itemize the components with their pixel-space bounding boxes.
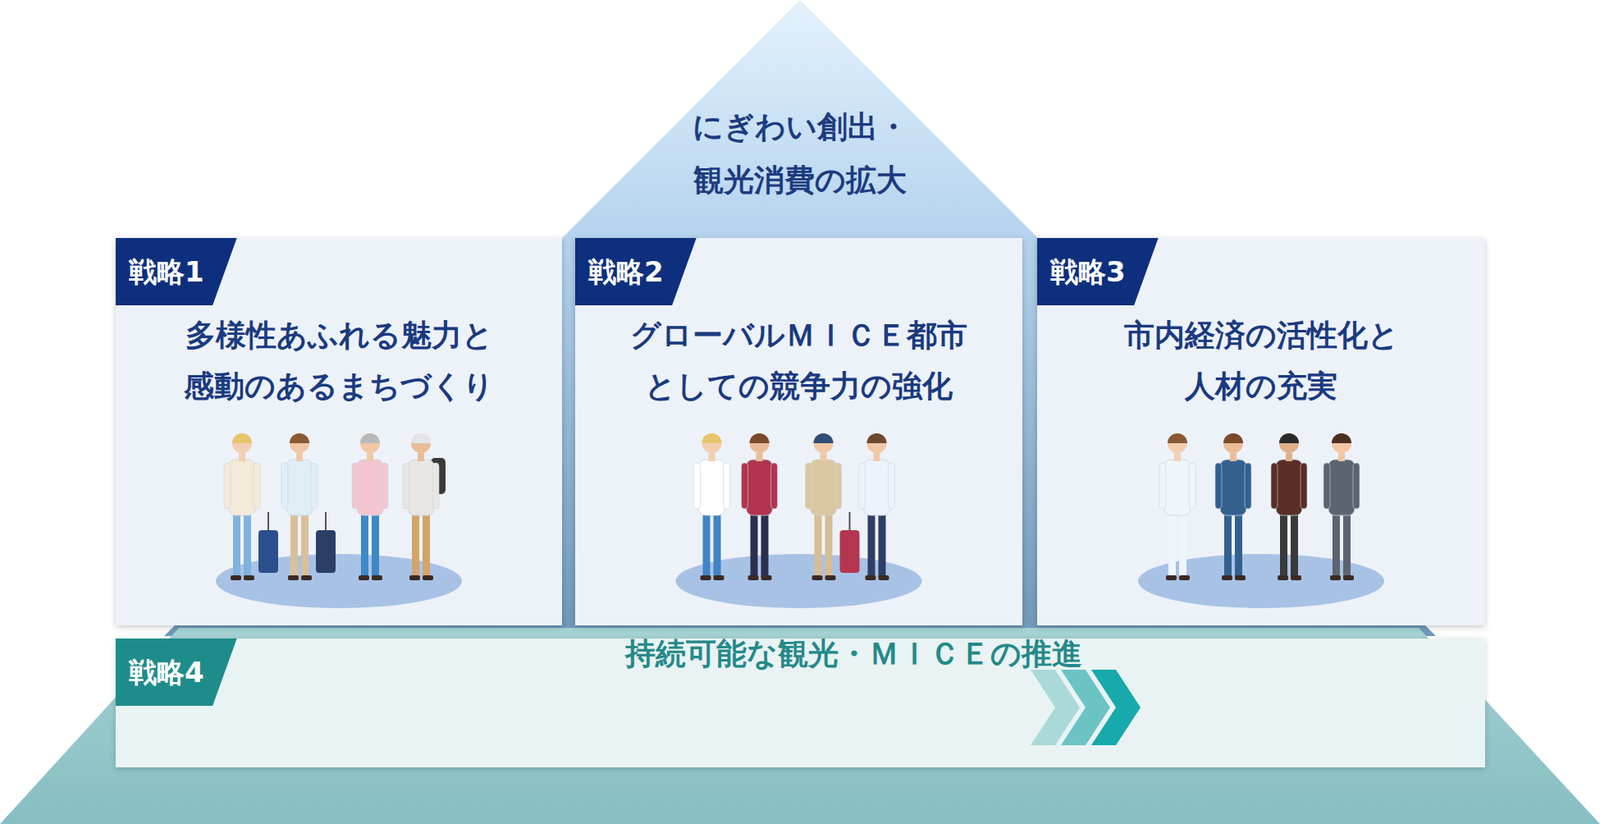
strategy-title: グローバルＭＩＣＥ都市 としての競争力の強化 [591, 310, 1006, 412]
person-figure [1323, 433, 1360, 581]
person-figure [352, 433, 389, 581]
goal-roof: にぎわい創出・ 観光消費の拡大 [635, 90, 965, 222]
person-figure [1270, 433, 1308, 581]
strategy-band: 戦略4持続可能な観光・ＭＩＣＥの推進 [115, 638, 1486, 768]
strategy-box: 戦略1多様性あふれる魅力と 感動のあるまちづくり [115, 237, 563, 626]
strategy-box: 戦略3市内経済の活性化と 人材の充実 [1037, 237, 1486, 626]
ground-ellipse [676, 553, 923, 608]
chevron-arrow [1060, 669, 1111, 746]
person-figure [741, 433, 778, 581]
person-figure [694, 433, 731, 581]
person-figure [402, 433, 446, 581]
strategy-box: 戦略2グローバルＭＩＣＥ都市 としての競争力の強化 [575, 237, 1023, 626]
person-figure [224, 433, 279, 581]
chevron-arrow [1030, 669, 1080, 746]
strategy-title: 市内経済の活性化と 人材の充実 [1053, 310, 1469, 412]
chevron-arrow [1091, 669, 1141, 746]
base-trapezoid [0, 627, 1600, 824]
strategy-badge: 戦略3 [1037, 237, 1159, 306]
ground-ellipse [215, 553, 462, 608]
strategy-badge: 戦略1 [115, 237, 238, 306]
person-figure [1159, 433, 1196, 581]
strategy-badge: 戦略4 [115, 638, 238, 706]
strategy-badge: 戦略2 [575, 237, 697, 306]
person-figure [805, 433, 860, 581]
strategy-title: 持続可能な観光・ＭＩＣＥの推進 [625, 634, 1083, 674]
person-figure [859, 433, 896, 581]
goal-text: にぎわい創出・ 観光消費の拡大 [635, 90, 965, 207]
strategy-title: 多様性あふれる魅力と 感動のあるまちづくり [132, 310, 546, 412]
person-figure [281, 433, 336, 581]
ground-ellipse [1138, 553, 1385, 608]
person-figure [1215, 433, 1252, 581]
